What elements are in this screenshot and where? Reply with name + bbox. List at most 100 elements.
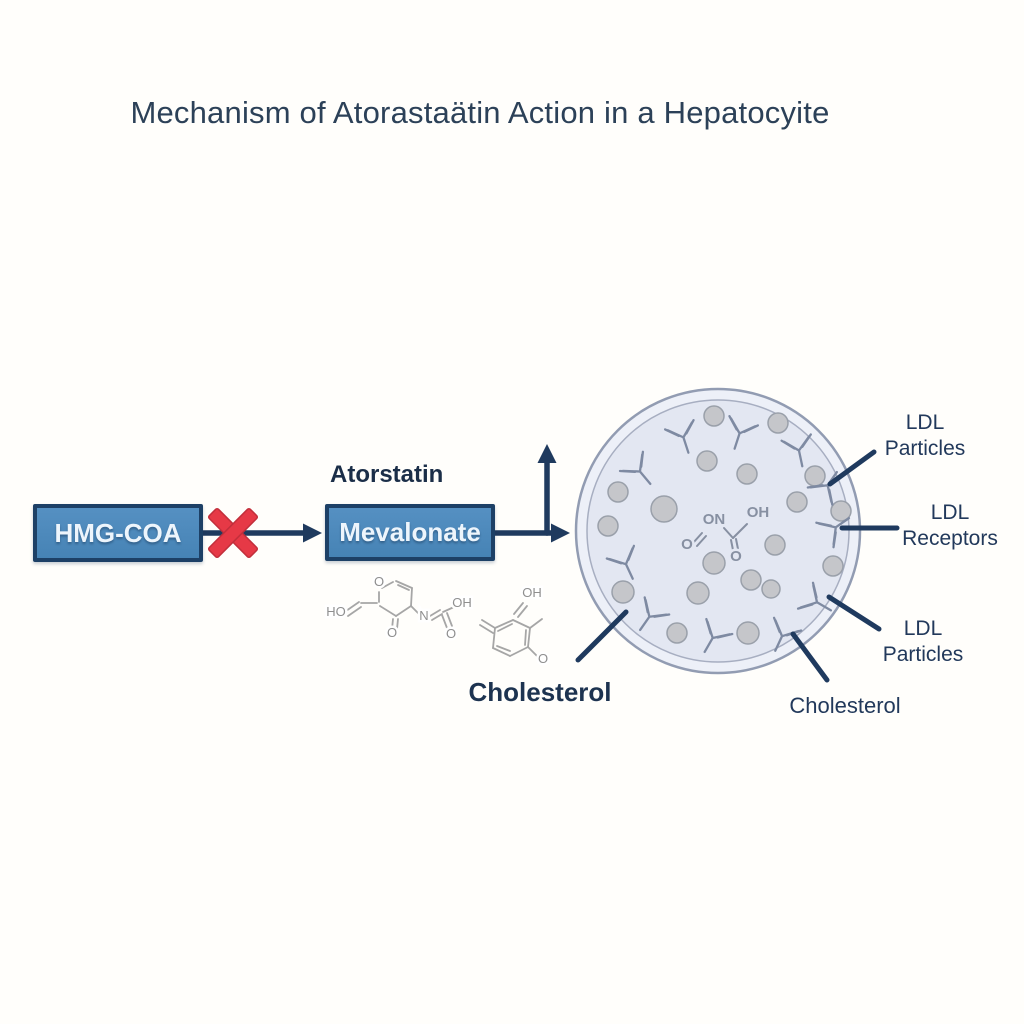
- label-leader-line: [827, 449, 877, 487]
- ldl-particles-top-line1: LDL: [905, 411, 945, 434]
- ldl-receptors-line1: LDL: [930, 501, 970, 524]
- cholesterol-structure-bond: [481, 619, 496, 629]
- ldl-receptor-icon: [703, 617, 734, 654]
- atorstatin-structure-bond: [396, 618, 399, 630]
- ldl-particles-bottom-label: LDL Particles: [858, 616, 988, 668]
- atorstatin-structure-bond: [410, 587, 413, 607]
- cholesterol-structure-bond: [496, 645, 511, 652]
- arrow-head: [551, 523, 570, 543]
- receptor-arm-doubles: [796, 581, 818, 610]
- ldl-particle: [597, 515, 619, 537]
- atorstatin-structure-bond: [446, 612, 453, 627]
- mevalonate-label: Mevalonate: [339, 517, 481, 547]
- center-molecule-bond: [692, 532, 703, 544]
- ldl-receptor-icon: [728, 415, 760, 450]
- atorstatin-structure-atom-label: OH: [452, 595, 472, 610]
- ldl-particle: [764, 534, 786, 556]
- ldl-particle: [607, 481, 629, 503]
- label-leader-line: [575, 609, 629, 663]
- atorstatin-structure-atom-label: N: [419, 608, 428, 623]
- center-molecule-bond: [732, 523, 748, 539]
- arrow-head: [303, 523, 322, 543]
- ldl-particle: [666, 622, 688, 644]
- arrow-head: [537, 444, 557, 463]
- ldl-particle: [822, 555, 844, 577]
- hmg-coa-label: HMG-COA: [54, 517, 182, 548]
- cholesterol-structure-atom-label: O: [538, 651, 548, 666]
- receptor-arm-doubles: [618, 450, 645, 474]
- atorstatin-structure-bond: [381, 581, 394, 589]
- ldl-receptor-icon: [618, 450, 652, 486]
- cholesterol-structure-bond: [524, 629, 527, 646]
- cholesterol-structure-atom-label: OH: [522, 585, 542, 600]
- ldl-particle: [804, 465, 826, 487]
- ldl-particle: [761, 579, 781, 599]
- cholesterol-structure-bond: [512, 619, 531, 629]
- label-leader-line: [826, 594, 882, 632]
- cholesterol-structure-bond: [492, 647, 511, 657]
- atorstatin-structure-atom-label: HO: [326, 604, 346, 619]
- mevalonate-box: Mevalonate: [325, 504, 495, 561]
- cholesterol-right-label: Cholesterol: [789, 693, 901, 718]
- ldl-particle: [703, 405, 725, 427]
- center-molecule-bond: [696, 535, 707, 547]
- center-molecule-atom-label: O: [681, 536, 693, 553]
- receptor-arm-doubles: [605, 544, 636, 565]
- ldl-particle: [686, 581, 710, 605]
- atorstatin-structure-bond: [410, 605, 420, 615]
- center-molecule-atom-label: OH: [747, 504, 770, 521]
- cholesterol-structure-bond: [517, 605, 528, 618]
- cholesterol-structure-bond: [513, 602, 524, 615]
- cholesterol-structure-bond: [479, 624, 494, 634]
- ldl-receptor-icon: [796, 581, 833, 612]
- atorstatin-structure-bond: [395, 580, 413, 589]
- ldl-particle: [830, 500, 852, 522]
- ldl-particles-top-line2: Particles: [884, 437, 966, 460]
- receptor-arm-doubles: [780, 433, 812, 450]
- inhibition-x-bar: [207, 507, 259, 559]
- receptor-arm-doubles: [806, 484, 834, 506]
- atorstatin-structure-bond: [397, 584, 410, 591]
- ldl-receptor-icon: [815, 516, 851, 549]
- cholesterol-structure-bond: [527, 627, 531, 648]
- cholesterol-structure-bond: [509, 646, 529, 657]
- atorstatin-structure-bond: [429, 609, 441, 617]
- atorstatin-structure-bond: [345, 601, 360, 612]
- ldl-particle: [767, 412, 789, 434]
- ldl-particle: [786, 491, 808, 513]
- ldl-receptor-icon: [638, 596, 671, 632]
- cholesterol-structure-bond: [492, 627, 496, 649]
- atorstatin-label: Atorstatin: [330, 461, 444, 488]
- ldl-particles-bottom-line2: Particles: [882, 643, 964, 666]
- receptor-arm-doubles: [643, 596, 671, 618]
- receptor-arm-doubles: [815, 521, 837, 549]
- ldl-particles-bottom-line1: LDL: [903, 617, 943, 640]
- atorstatin-structure-bond: [442, 606, 455, 613]
- center-molecule-bond: [730, 539, 734, 551]
- atorstatin-structure-bond: [395, 605, 412, 617]
- inhibition-x-icon: [207, 507, 259, 559]
- receptor-arm-doubles: [728, 415, 760, 434]
- atorstatin-structure-atom-label: O: [446, 626, 456, 641]
- center-molecule-atom-label: O: [730, 548, 742, 565]
- atorstatin-structure-bond: [431, 613, 443, 621]
- cholesterol-structure-bond: [527, 646, 538, 657]
- ldl-receptor-icon: [605, 544, 636, 580]
- center-molecule-bond: [735, 538, 739, 550]
- cholesterol-structure-bond: [529, 618, 543, 629]
- ldl-particle: [702, 551, 726, 575]
- atorstatin-structure-bond: [379, 605, 397, 617]
- center-molecule-atom-label: ON: [703, 511, 726, 528]
- atorstatin-structure-bond: [347, 606, 362, 617]
- receptor-arm-doubles: [705, 617, 734, 639]
- ldl-particle: [696, 450, 718, 472]
- ldl-receptor-icon: [663, 419, 695, 454]
- atorstatin-structure-bond: [391, 618, 394, 630]
- ldl-particle: [736, 621, 760, 645]
- ldl-particle: [650, 495, 678, 523]
- hepatocyte-inner-membrane: [586, 399, 850, 663]
- ldl-particle: [740, 569, 762, 591]
- ldl-particle: [736, 463, 758, 485]
